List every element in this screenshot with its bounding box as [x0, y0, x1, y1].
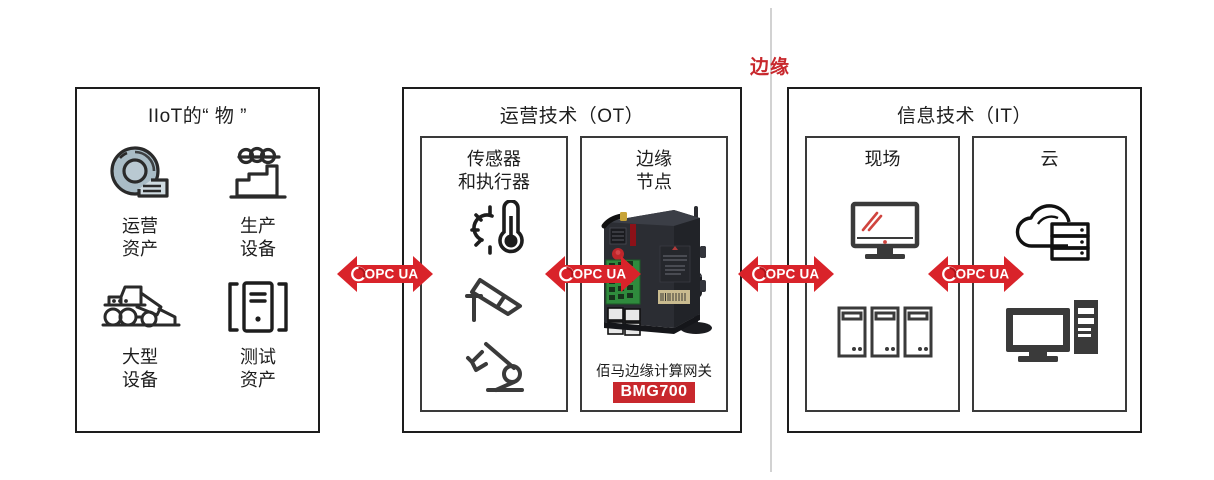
cell-test-asset: 测试 资产	[203, 277, 313, 392]
panel-ot-title: 运营技术（OT）	[499, 106, 645, 127]
cell-test-asset-label: 测试 资产	[240, 347, 276, 390]
opcua-connector-onsite-cloud[interactable]: OPC UA	[928, 251, 1024, 297]
opcua-connector-sensors-edge[interactable]: OPC UA	[545, 251, 641, 297]
panel-iiot-title: IIoT的“ 物 ”	[148, 106, 247, 127]
camera-icon	[462, 272, 532, 331]
cell-operational-asset: 运营 资产	[85, 144, 195, 261]
blower-icon	[85, 144, 195, 211]
edge-divider-line	[770, 8, 772, 472]
cell-production-equipment-label: 生产 设备	[240, 216, 276, 259]
opcua-connector-ot-it[interactable]: OPC UA	[738, 251, 834, 297]
factory-icon	[203, 144, 313, 211]
cell-operational-asset-label: 运营 资产	[122, 216, 158, 259]
device-model-badge-wrap: BMG700	[582, 380, 726, 403]
server-towers-icon	[835, 304, 935, 365]
device-name-label: 佰马边缘计算网关	[596, 364, 712, 380]
panel-it-title: 信息技术（IT）	[897, 106, 1032, 127]
test-asset-icon	[203, 277, 313, 342]
subbox-edge-node-title: 边缘 节点	[636, 149, 672, 192]
cell-heavy-equipment-label: 大型 设备	[122, 347, 158, 390]
device-model-badge: BMG700	[613, 382, 695, 403]
workstation-icon	[1004, 298, 1100, 369]
robot-arm-icon	[462, 338, 532, 401]
cell-heavy-equipment: 大型 设备	[85, 277, 195, 392]
edge-gateway-device	[582, 194, 730, 354]
cloud-server-icon	[1012, 200, 1094, 267]
panel-iiot-things: IIoT的“ 物 ” 运营 资产	[75, 87, 320, 433]
temperature-sensor-icon	[466, 199, 530, 263]
subbox-sensors-actuators-title: 传感器 和执行器	[458, 149, 530, 192]
monitor-icon	[849, 200, 921, 267]
opcua-connector-iiot-ot[interactable]: OPC UA	[337, 251, 433, 297]
subbox-cloud-title: 云	[1040, 149, 1059, 169]
heavy-equipment-icon	[85, 277, 195, 342]
subbox-onsite-title: 现场	[864, 149, 901, 169]
cell-production-equipment: 生产 设备	[203, 144, 313, 261]
edge-label: 边缘	[749, 57, 790, 78]
